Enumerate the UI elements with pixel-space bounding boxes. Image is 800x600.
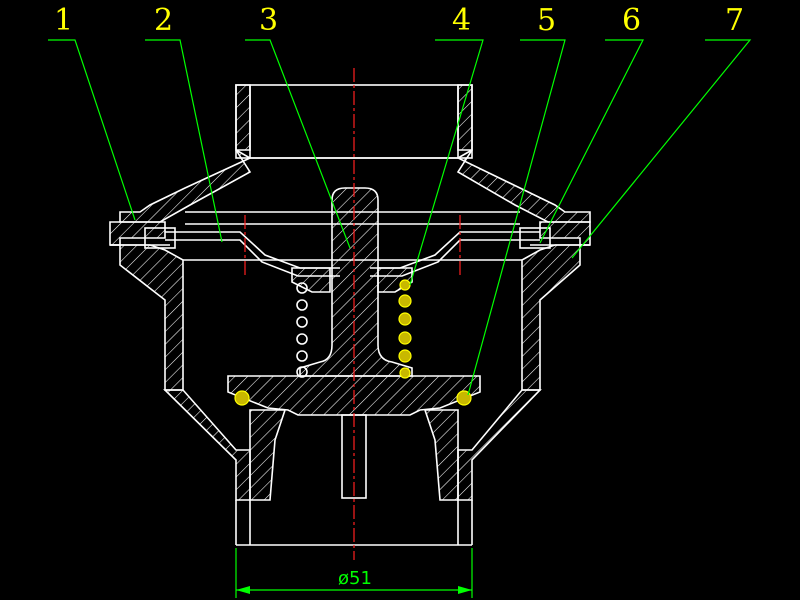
o-ring-seals	[234, 390, 472, 406]
spring-left	[296, 282, 308, 378]
callout-5: 5	[537, 3, 556, 38]
diameter-dimension: ø51	[235, 548, 473, 598]
callout-leaders	[48, 39, 752, 396]
callout-6: 6	[622, 3, 641, 38]
centerlines	[244, 68, 461, 560]
callout-4: 4	[452, 3, 471, 38]
valve-stem	[299, 187, 413, 377]
callout-7: 7	[725, 3, 744, 38]
spring-right	[398, 279, 412, 379]
callout-3: 3	[259, 3, 278, 38]
lower-housing-body	[110, 244, 590, 501]
dimension-label: ø51	[338, 568, 372, 589]
callout-2: 2	[154, 3, 173, 38]
callout-1: 1	[54, 3, 73, 38]
